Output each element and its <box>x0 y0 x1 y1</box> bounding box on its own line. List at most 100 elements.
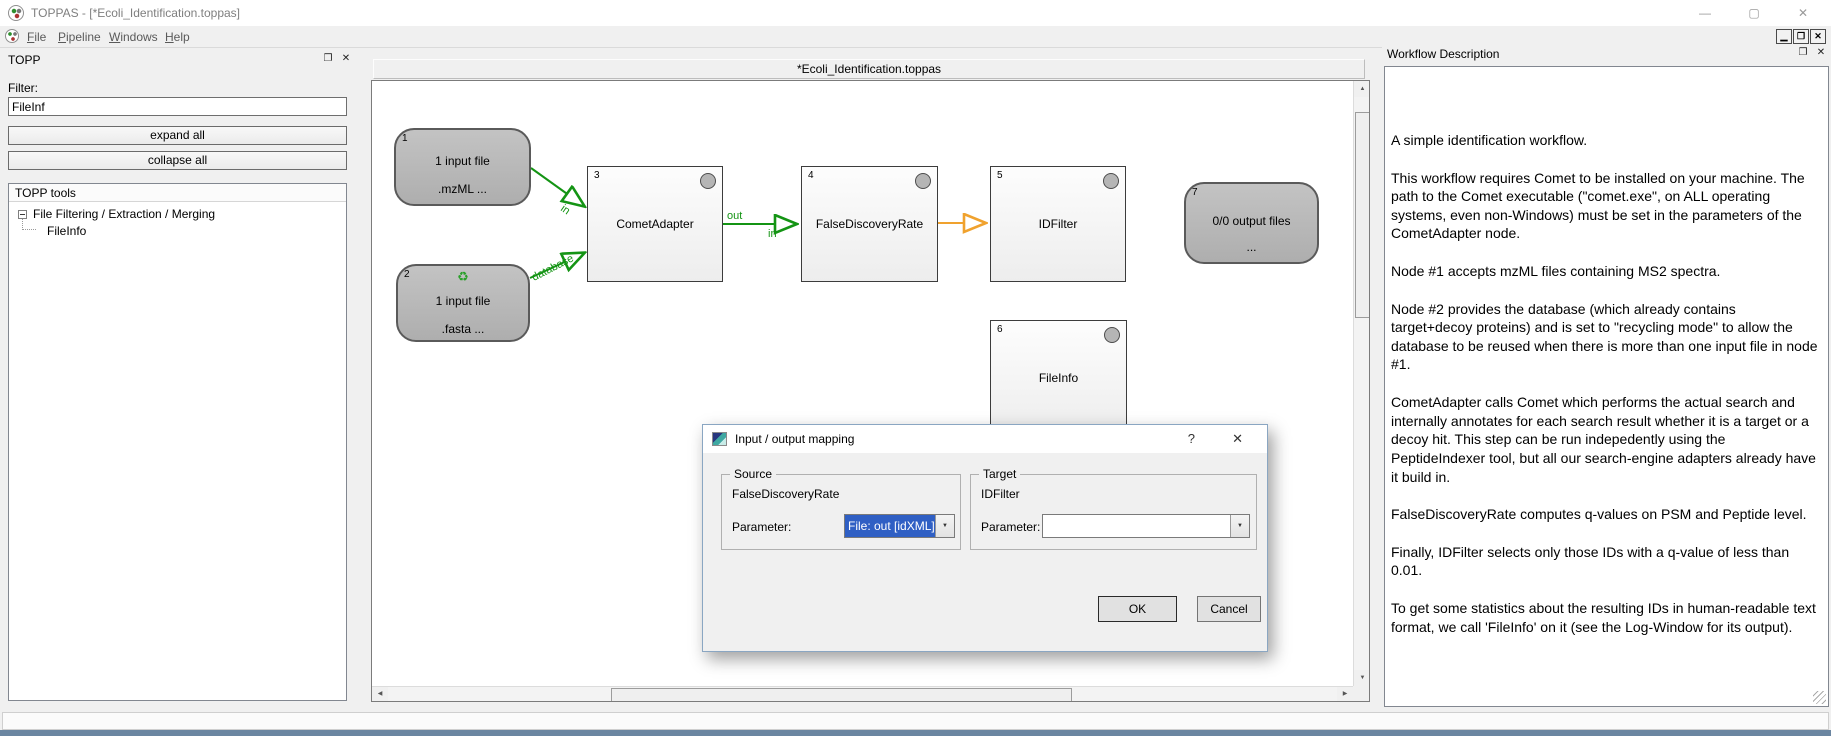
description-panel-title: Workflow Description <box>1387 47 1500 61</box>
node-number: 7 <box>1192 187 1198 198</box>
mdi-minimize-button[interactable]: ▁ <box>1776 29 1792 44</box>
toppas-app-icon <box>8 5 24 21</box>
menu-help[interactable]: Help <box>165 30 190 44</box>
close-panel-icon[interactable]: ✕ <box>1816 47 1826 58</box>
tree-item-file-filtering[interactable]: File Filtering / Extraction / Merging <box>33 207 216 221</box>
node-input-fasta[interactable]: 2 ♻︎ 1 input file .fasta ... <box>396 264 530 342</box>
cancel-button[interactable]: Cancel <box>1197 596 1261 622</box>
mdi-restore-button[interactable]: ❐ <box>1793 29 1809 44</box>
window-maximize-button[interactable]: ▢ <box>1748 6 1760 20</box>
ok-button[interactable]: OK <box>1098 596 1177 622</box>
combo-dropdown-icon[interactable]: ▼ <box>1230 515 1249 537</box>
io-mapping-dialog: Input / output mapping ? ✕ Source FalseD… <box>702 424 1268 652</box>
source-node-name: FalseDiscoveryRate <box>732 487 840 501</box>
source-parameter-label: Parameter: <box>732 520 792 534</box>
tree-collapse-icon[interactable] <box>18 210 27 219</box>
description-paragraph: CometAdapter calls Comet which performs … <box>1391 394 1816 485</box>
close-panel-icon[interactable]: ✕ <box>341 53 351 64</box>
collapse-all-button[interactable]: collapse all <box>8 151 347 170</box>
topp-tools-tree: File Filtering / Extraction / Merging Fi… <box>9 202 346 238</box>
edge-label-out: out <box>727 210 742 222</box>
node-falsediscoveryrate[interactable]: 4 FalseDiscoveryRate <box>801 166 938 282</box>
edge-input2-to-cometadapter[interactable] <box>529 253 584 279</box>
node-number: 4 <box>808 170 814 181</box>
dialog-help-button[interactable]: ? <box>1187 431 1195 446</box>
resize-grip[interactable] <box>1813 691 1826 704</box>
tree-line <box>22 219 36 230</box>
node-status-icon <box>700 173 716 189</box>
node-cometadapter[interactable]: 3 CometAdapter <box>587 166 723 282</box>
workflow-description-text[interactable]: A simple identification workflow. This w… <box>1384 66 1829 707</box>
menu-pipeline[interactable]: Pipeline <box>58 30 101 44</box>
dialog-close-button[interactable]: ✕ <box>1232 431 1243 446</box>
node-idfilter[interactable]: 5 IDFilter <box>990 166 1126 282</box>
scroll-down-icon[interactable]: ▼ <box>1354 670 1369 686</box>
target-parameter-combobox[interactable]: ▼ <box>1042 514 1250 538</box>
filter-label: Filter: <box>8 81 38 95</box>
canvas-horizontal-scrollbar[interactable]: ◀ ▶ <box>372 686 1353 701</box>
node-number: 1 <box>402 133 408 144</box>
topp-panel: TOPP ❐ ✕ Filter: expand all collapse all… <box>0 48 357 706</box>
window-minimize-button[interactable]: — <box>1699 6 1711 20</box>
topp-tools-box: TOPP tools File Filtering / Extraction /… <box>8 183 347 701</box>
node-number: 6 <box>997 324 1003 335</box>
edge-input1-to-cometadapter[interactable] <box>530 167 584 206</box>
node-status-icon <box>1104 327 1120 343</box>
tree-item-fileinfo[interactable]: FileInfo <box>47 224 87 238</box>
node-label: 1 input file <box>435 154 490 168</box>
scroll-left-icon[interactable]: ◀ <box>372 687 388 701</box>
status-bar <box>2 712 1829 730</box>
target-group-label: Target <box>979 467 1021 481</box>
menu-file[interactable]: File <box>27 30 47 44</box>
float-panel-icon[interactable]: ❐ <box>323 53 333 64</box>
target-parameter-label: Parameter: <box>981 520 1041 534</box>
mdi-close-button[interactable]: ✕ <box>1810 29 1826 44</box>
canvas-vertical-scrollbar[interactable]: ▲ ▼ <box>1353 81 1369 686</box>
node-file-type: .fasta ... <box>441 322 485 336</box>
horizontal-scrollbar-thumb[interactable] <box>611 688 1072 701</box>
canvas-tab-title[interactable]: *Ecoli_Identification.toppas <box>373 59 1365 79</box>
node-status-icon <box>1103 173 1119 189</box>
description-paragraph: Finally, IDFilter selects only those IDs… <box>1391 543 1790 579</box>
workflow-edges: in database out in <box>529 167 1370 284</box>
node-fileinfo[interactable]: 6 FileInfo <box>990 320 1127 436</box>
window-title: TOPPAS - [*Ecoli_Identification.toppas] <box>31 6 240 20</box>
source-group-label: Source <box>730 467 777 481</box>
node-label: FileInfo <box>1038 371 1079 385</box>
window-close-button[interactable]: ✕ <box>1797 6 1809 20</box>
source-parameter-combobox[interactable]: File: out [idXML] ▼ <box>844 514 955 538</box>
mdi-child-icon[interactable] <box>5 29 19 43</box>
combo-dropdown-icon[interactable]: ▼ <box>935 515 954 537</box>
node-label: CometAdapter <box>616 217 694 231</box>
window-bottom-edge <box>0 730 1831 736</box>
filter-input[interactable] <box>8 97 347 116</box>
target-node-name: IDFilter <box>981 487 1020 501</box>
node-file-type: .mzML ... <box>438 182 487 196</box>
node-label: IDFilter <box>1038 217 1078 231</box>
topp-tools-header: TOPP tools <box>9 184 346 202</box>
description-paragraph: Node #2 provides the database (which alr… <box>1391 300 1818 373</box>
target-parameter-value <box>1043 515 1230 537</box>
menu-windows[interactable]: Windows <box>109 30 158 44</box>
recycle-icon: ♻︎ <box>457 269 469 284</box>
edge-label-in-1: in <box>558 203 572 218</box>
node-number: 5 <box>997 170 1003 181</box>
source-parameter-value: File: out [idXML] <box>845 515 935 537</box>
scroll-right-icon[interactable]: ▶ <box>1337 687 1353 701</box>
dialog-icon <box>712 432 727 446</box>
scroll-up-icon[interactable]: ▲ <box>1354 81 1369 97</box>
description-paragraph: This workflow requires Comet to be insta… <box>1391 169 1805 242</box>
node-label: FalseDiscoveryRate <box>815 217 924 231</box>
float-panel-icon[interactable]: ❐ <box>1798 47 1808 58</box>
node-input-mzml[interactable]: 1 1 input file .mzML ... <box>394 128 531 206</box>
description-paragraph: A simple identification workflow. <box>1391 132 1588 148</box>
description-paragraph: To get some statistics about the resulti… <box>1391 599 1816 635</box>
dialog-titlebar[interactable]: Input / output mapping ? ✕ <box>703 425 1267 453</box>
description-paragraph: Node #1 accepts mzML files containing MS… <box>1391 263 1721 280</box>
expand-all-button[interactable]: expand all <box>8 126 347 145</box>
node-output-files[interactable]: 7 0/0 output files ... <box>1184 182 1319 264</box>
vertical-scrollbar-thumb[interactable] <box>1355 112 1369 318</box>
node-number: 3 <box>594 170 600 181</box>
edge-label-database: database <box>530 252 576 283</box>
